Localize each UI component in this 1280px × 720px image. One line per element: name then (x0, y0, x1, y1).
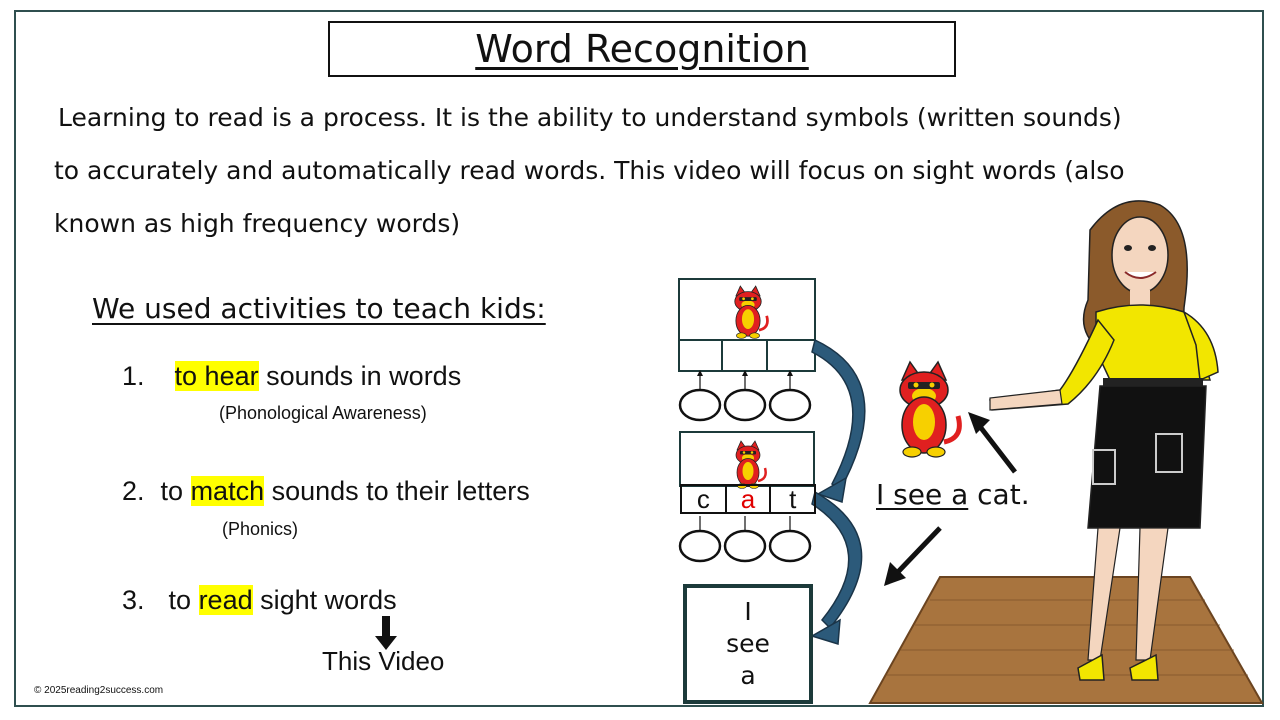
highlighted-phrase: read (198, 585, 253, 615)
teacher-figure (989, 200, 1219, 681)
item-text: sounds to their letters (264, 476, 530, 506)
sound-circles-1 (678, 370, 812, 422)
list-item-1: 1. to hear sounds in words (122, 361, 461, 392)
item-text: sounds in words (258, 361, 462, 391)
sound-circles-2 (678, 516, 812, 563)
page-title: Word Recognition (475, 27, 809, 71)
item-text-pre: to (160, 476, 191, 506)
highlighted-phrase: to hear (174, 361, 259, 391)
intro-line-2: to accurately and automatically read wor… (54, 156, 1125, 185)
wooden-floor (868, 576, 1264, 704)
caption-rest: cat. (968, 478, 1030, 511)
activities-heading: We used activities to teach kids: (92, 292, 546, 325)
item-text-pre: to (168, 585, 199, 615)
arrow-icon (976, 422, 1017, 474)
title-box: Word Recognition (328, 21, 956, 77)
letter-boxes: c a t (680, 484, 817, 514)
arrow-icon (375, 616, 397, 650)
item-1-subtitle: (Phonological Awareness) (219, 403, 427, 423)
curved-arrow-1 (811, 338, 866, 503)
item-number: 1. (122, 361, 145, 391)
sight-word: see (726, 629, 770, 658)
intro-line-3: known as high frequency words) (54, 209, 461, 238)
list-item-2: 2. to match sounds to their letters (122, 476, 530, 507)
copyright: © 2025reading2success.com (34, 685, 164, 696)
item-number: 2. (122, 476, 145, 506)
intro-line-1: Learning to read is a process. It is the… (58, 103, 1122, 132)
highlighted-phrase: match (190, 476, 265, 506)
this-video-label: This Video (322, 646, 445, 676)
sentence-caption: I see a cat. (876, 478, 1030, 511)
item-number: 3. (122, 585, 145, 615)
letter-cell: c (680, 484, 727, 514)
item-text: sight words (252, 585, 397, 615)
slide-frame (14, 10, 1264, 707)
caption-underlined: I see a (876, 478, 969, 511)
letter-cell-accent: a (724, 484, 772, 514)
sight-word: I (744, 597, 752, 626)
curved-arrow-2 (810, 490, 863, 645)
sight-word: a (740, 661, 756, 690)
sight-word-card: I see a (683, 584, 813, 704)
letter-cell: t (769, 484, 817, 514)
list-item-3: 3. to read sight words (122, 585, 397, 616)
item-2-subtitle: (Phonics) (222, 519, 299, 539)
